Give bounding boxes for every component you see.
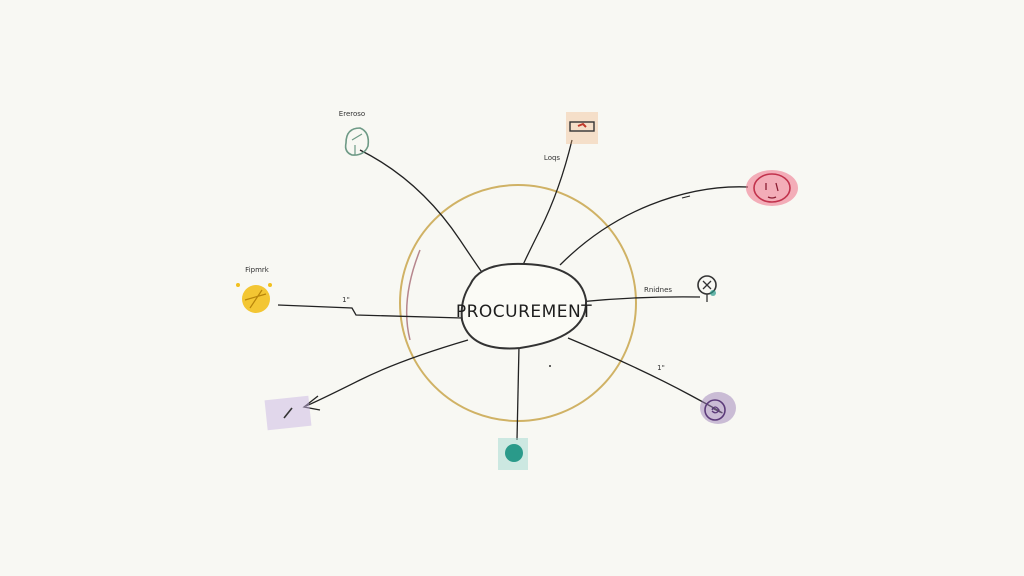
small-mark-right-upper bbox=[681, 195, 691, 199]
face-features bbox=[765, 182, 779, 199]
ball-pattern bbox=[244, 289, 267, 309]
leaf-icon bbox=[344, 127, 370, 156]
line-right-upper bbox=[559, 186, 749, 266]
stick-figure-node bbox=[697, 275, 717, 302]
orange-box-node bbox=[566, 112, 598, 144]
leaf-vein bbox=[351, 133, 363, 155]
center-node-label: PROCUREMENT bbox=[456, 302, 592, 322]
pink-face-node bbox=[746, 170, 798, 206]
line-left bbox=[277, 304, 463, 319]
spiral-icon bbox=[704, 399, 726, 421]
lavender-arrow-node bbox=[264, 395, 312, 431]
label-top-left: Ereroso bbox=[339, 110, 365, 118]
box-mark bbox=[577, 122, 587, 128]
circle-icon bbox=[505, 444, 523, 462]
line-bottom bbox=[516, 345, 520, 441]
label-bottom-right: 1" bbox=[657, 364, 665, 372]
ball-dot-2 bbox=[268, 283, 272, 287]
line-bottom-right bbox=[567, 337, 723, 414]
outer-ring-shade bbox=[405, 249, 421, 341]
line-top-left bbox=[359, 149, 493, 286]
label-left: Fipmrk bbox=[245, 266, 270, 274]
stray-dot bbox=[549, 365, 551, 367]
line-right bbox=[577, 296, 701, 303]
purple-spiral-node bbox=[700, 392, 736, 424]
yellow-ball-node bbox=[236, 283, 272, 313]
spiral-inner bbox=[711, 406, 720, 414]
green-leaf-node bbox=[344, 127, 370, 156]
ball-dot-1 bbox=[236, 283, 240, 287]
box-icon bbox=[569, 121, 595, 132]
box-icon-bg bbox=[566, 112, 598, 144]
label-right: Rnidnes bbox=[644, 286, 672, 294]
person-body bbox=[702, 280, 712, 302]
line-bottom-left bbox=[305, 339, 469, 407]
label-top-right: Loqs bbox=[544, 154, 561, 162]
arrow-icon bbox=[283, 407, 293, 419]
label-left-line: 1" bbox=[342, 296, 350, 304]
person-accent bbox=[710, 290, 716, 296]
face-icon bbox=[753, 173, 791, 203]
center-node-shape bbox=[460, 262, 588, 350]
teal-circle-node bbox=[498, 438, 528, 470]
